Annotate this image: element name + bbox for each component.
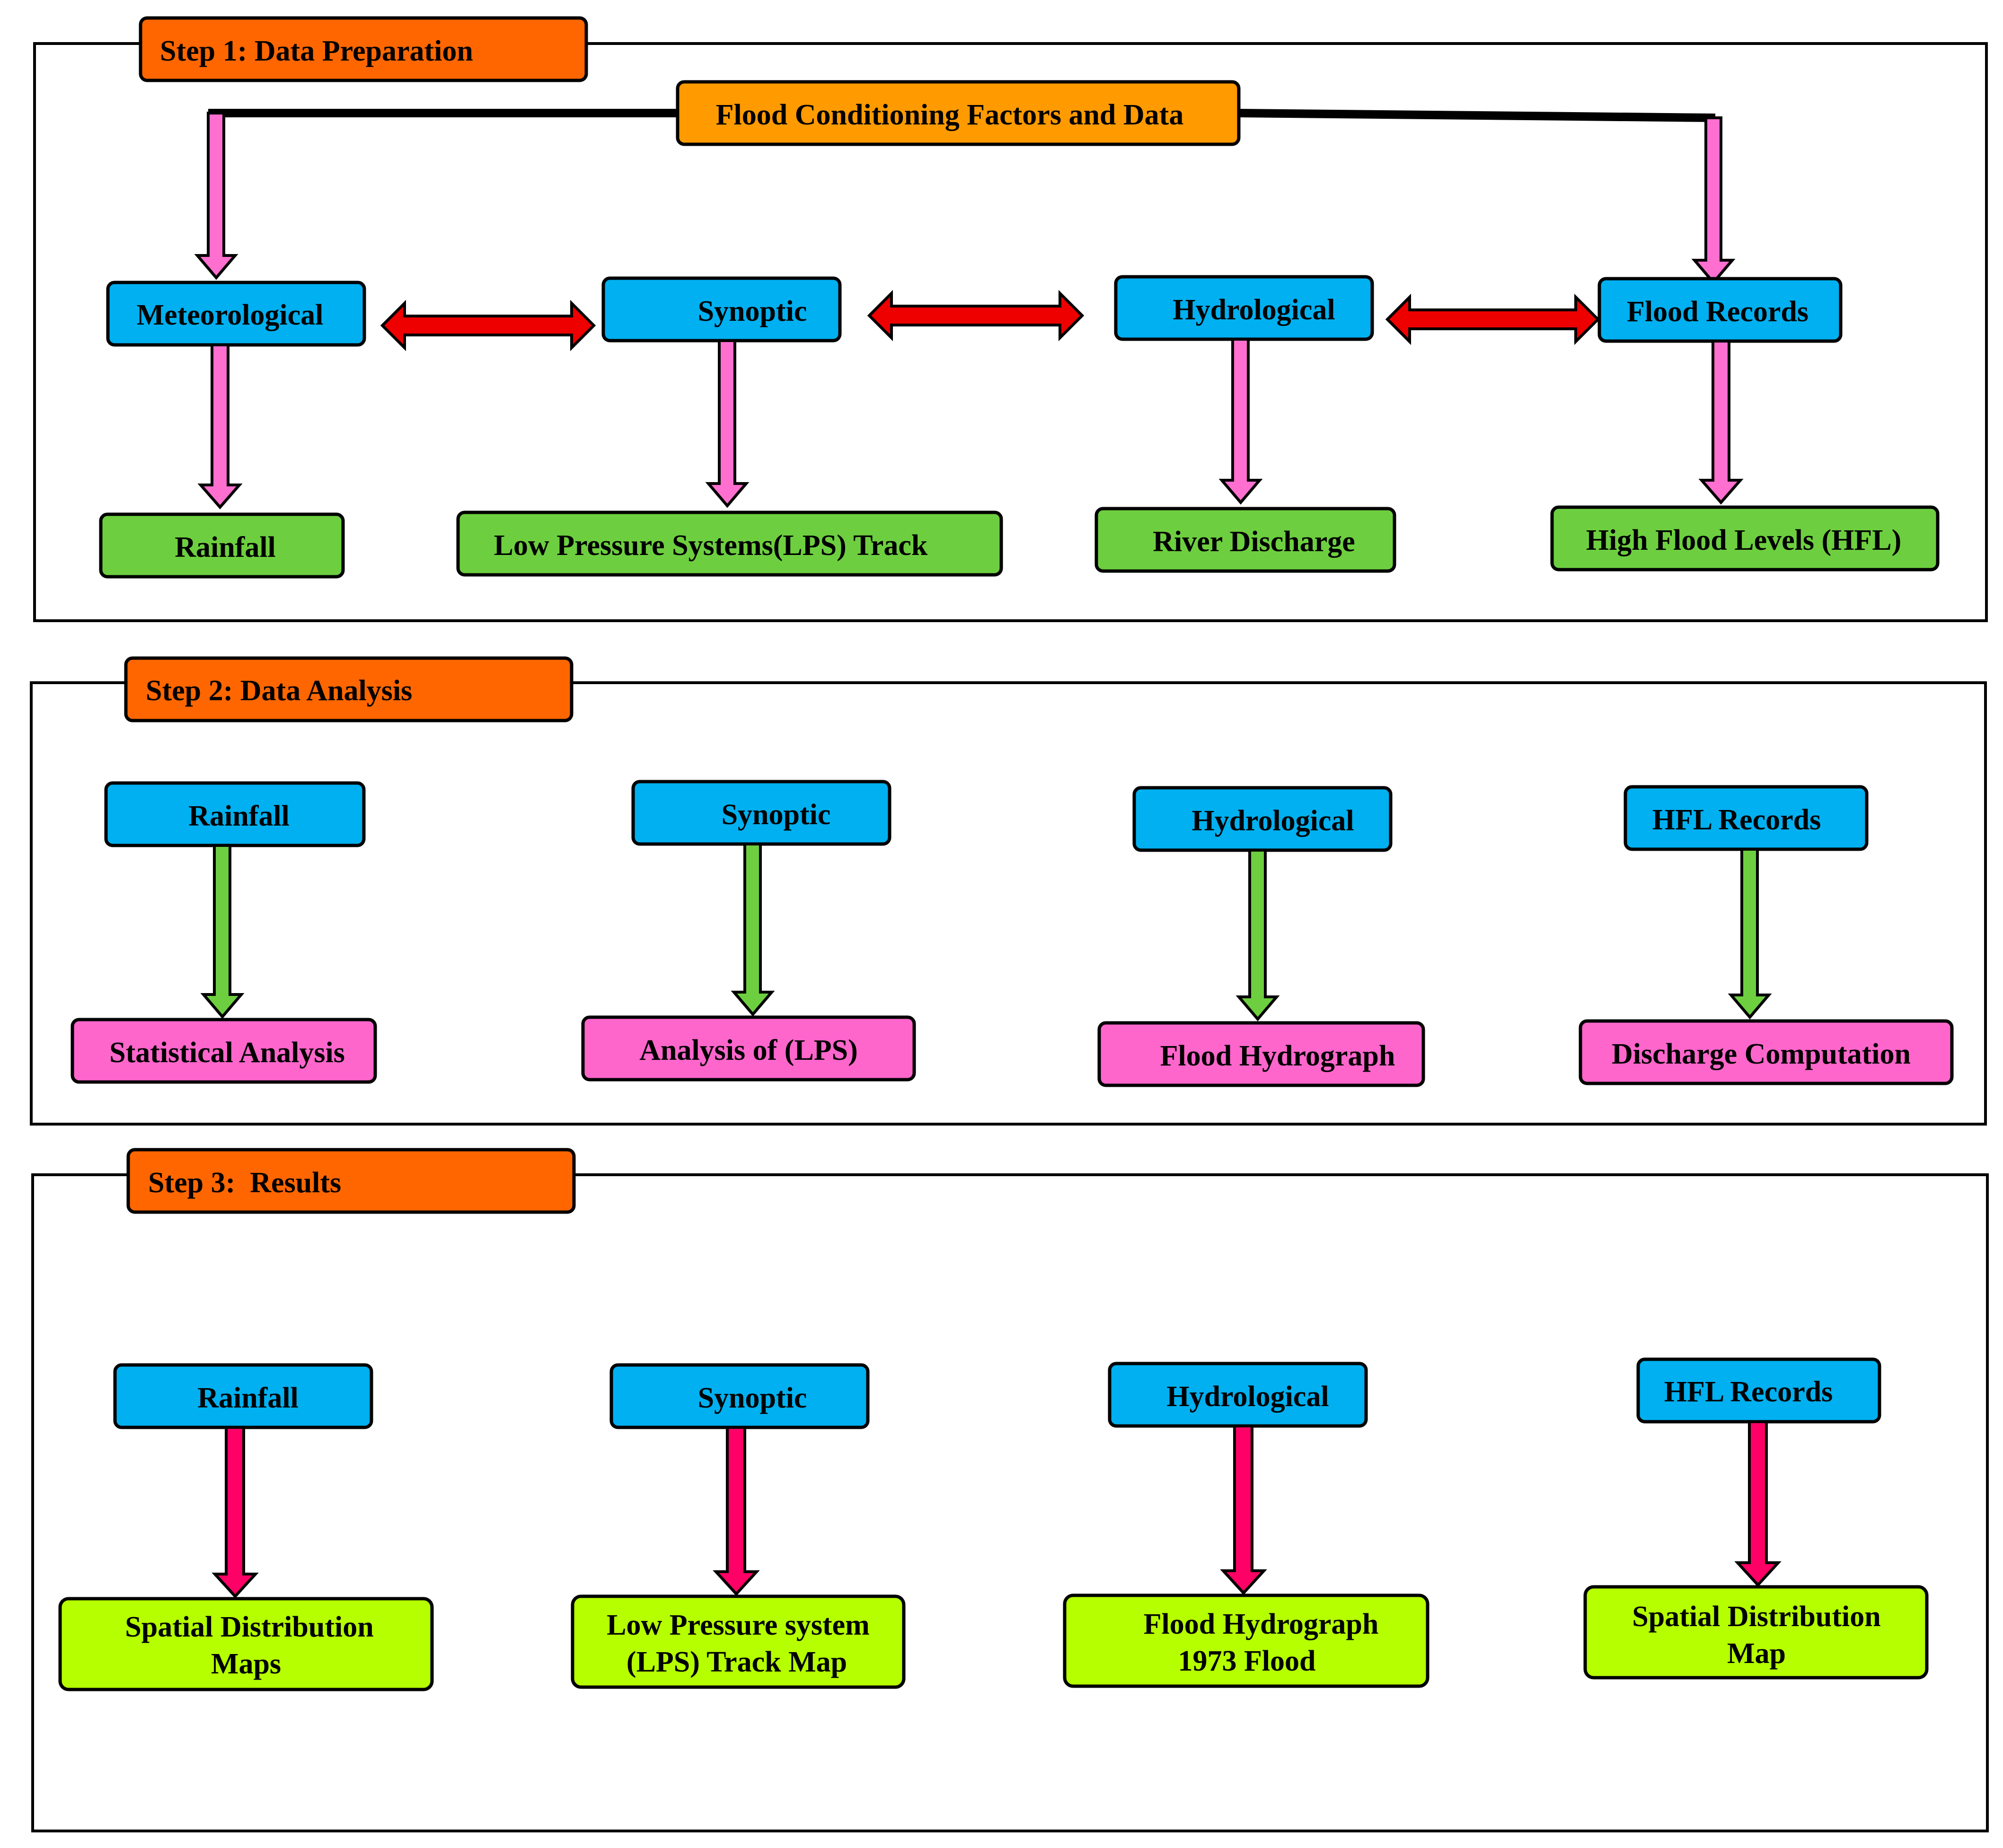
arrow-synoptic-to-lps-track [705, 339, 750, 508]
step3-tag [126, 1148, 576, 1214]
analysis-statistical [71, 1018, 377, 1084]
result-3-line1: Flood Hydrograph [1144, 1608, 1379, 1640]
data-hfl-label: High Flood Levels (HFL) [1586, 524, 1902, 556]
result-1-line2: Maps [211, 1648, 281, 1680]
data-rainfall [99, 512, 345, 579]
double-arrow-hydrological-flood-records [1385, 293, 1600, 345]
step3-category-rainfall-label: Rainfall [197, 1382, 299, 1414]
step2-category-synoptic-label: Synoptic [722, 799, 831, 831]
step3-panel [31, 1173, 1989, 1832]
result-spatial-distribution-map [1583, 1585, 1929, 1680]
double-arrow-synoptic-hydrological [867, 290, 1085, 342]
step1-tag [139, 16, 588, 82]
arrow-to-meteorological [194, 112, 238, 280]
step3-category-hfl-records-label: HFL Records [1664, 1376, 1833, 1408]
category-meteorological [106, 281, 366, 347]
step2-category-rainfall [104, 781, 366, 847]
category-synoptic-label: Synoptic [698, 295, 807, 327]
factors-label: Flood Conditioning Factors and Data [716, 99, 1184, 131]
result-flood-hydrograph-1973 [1063, 1593, 1429, 1688]
data-hfl [1550, 505, 1940, 572]
data-lps-track-label: Low Pressure Systems(LPS) Track [494, 529, 928, 562]
step3-category-synoptic-label: Synoptic [698, 1382, 807, 1414]
category-hydrological-label: Hydrological [1173, 294, 1335, 326]
factors-connector-right [1238, 109, 1716, 122]
arrow-step3-hfl-records [1734, 1420, 1782, 1587]
step1-title: Step 1: Data Preparation [160, 35, 473, 67]
result-1-line1: Spatial Distribution [125, 1611, 373, 1643]
data-river-discharge-label: River Discharge [1153, 526, 1355, 558]
step2-category-hfl-records-label: HFL Records [1652, 804, 1821, 836]
factors-box [676, 80, 1241, 146]
arrow-step2-hydrological [1235, 849, 1280, 1021]
step2-tag [124, 656, 574, 722]
data-rainfall-label: Rainfall [175, 531, 276, 563]
result-spatial-distribution-maps [58, 1597, 434, 1691]
result-4-line1: Spatial Distribution [1632, 1601, 1880, 1633]
analysis-lps-label: Analysis of (LPS) [639, 1034, 858, 1066]
arrow-step3-rainfall [212, 1426, 259, 1599]
arrow-step3-hydrological [1220, 1425, 1267, 1595]
result-lps-track-map [571, 1594, 906, 1689]
analysis-discharge-computation-label: Discharge Computation [1612, 1038, 1911, 1070]
arrow-step2-rainfall [200, 844, 245, 1019]
arrow-step2-synoptic [731, 843, 775, 1017]
arrow-flood-records-to-hfl [1698, 340, 1744, 505]
result-2-line2: (LPS) Track Map [626, 1646, 847, 1678]
step3-title: Step 3: Results [148, 1167, 341, 1199]
arrow-step2-hfl-records [1728, 848, 1772, 1020]
data-lps-track [456, 510, 1003, 577]
result-4-line2: Map [1727, 1637, 1786, 1670]
category-flood-records-label: Flood Records [1627, 296, 1809, 328]
arrow-meteorological-to-rainfall [197, 343, 243, 510]
arrow-to-flood-records [1691, 116, 1736, 285]
arrow-step3-synoptic [713, 1426, 760, 1596]
data-river-discharge [1094, 507, 1396, 573]
step3-category-hydrological-label: Hydrological [1166, 1381, 1329, 1413]
analysis-statistical-label: Statistical Analysis [109, 1037, 345, 1069]
result-3-line2: 1973 Flood [1178, 1645, 1315, 1677]
analysis-flood-hydrograph [1097, 1021, 1425, 1087]
analysis-discharge-computation [1579, 1019, 1954, 1085]
analysis-lps [581, 1015, 916, 1082]
analysis-flood-hydrograph-label: Flood Hydrograph [1160, 1040, 1395, 1072]
step2-category-hydrological-label: Hydrological [1191, 805, 1354, 837]
arrow-hydrological-to-river-discharge [1218, 338, 1263, 505]
double-arrow-meteorological-synoptic [380, 299, 596, 352]
step2-title: Step 2: Data Analysis [146, 675, 412, 707]
result-2-line1: Low Pressure system [607, 1609, 870, 1641]
step2-category-rainfall-label: Rainfall [188, 800, 290, 832]
category-meteorological-label: Meteorological [137, 299, 324, 331]
